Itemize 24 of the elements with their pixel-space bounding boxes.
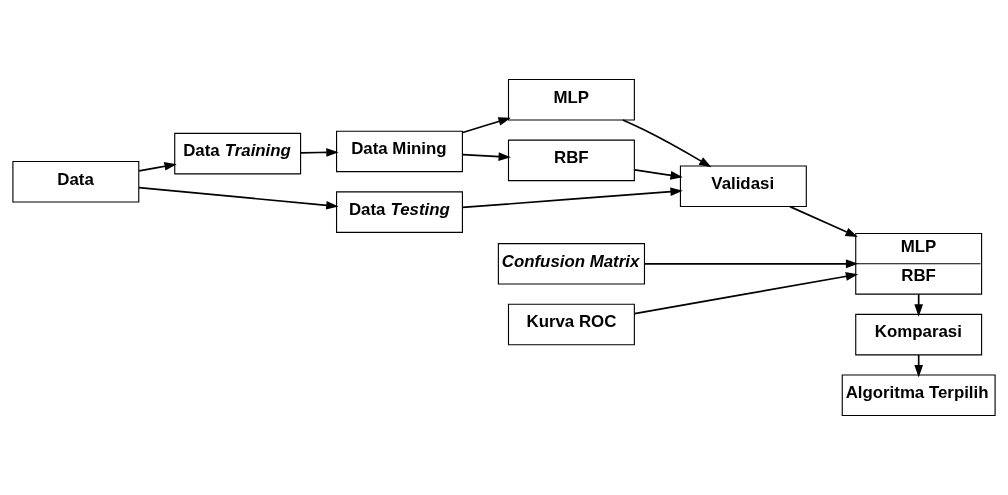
node-box: Data Training	[174, 132, 302, 175]
arrow	[300, 148, 339, 157]
arrow	[633, 272, 859, 315]
arrow	[644, 259, 859, 269]
arrow	[633, 169, 683, 180]
node-box: Kurva ROC	[507, 303, 635, 346]
arrow	[462, 152, 511, 161]
node-box: Algoritma Terpilih	[841, 374, 996, 417]
node-box: Komparasi	[855, 313, 983, 356]
node-box: Confusion Matrix	[497, 243, 646, 285]
node-box: Data	[12, 160, 140, 203]
arrow	[138, 162, 177, 172]
arrow	[914, 354, 923, 378]
node-box: Validasi	[679, 165, 807, 208]
node-box: Data Mining	[336, 130, 463, 173]
node-box: MLP	[507, 78, 635, 121]
arrow	[914, 293, 923, 317]
arrow	[621, 119, 712, 168]
node-box: RBF	[507, 139, 635, 182]
node-box: Data Testing	[336, 191, 463, 233]
arrow	[461, 187, 683, 209]
arrow	[789, 205, 858, 238]
arrow	[138, 186, 339, 210]
arrow	[462, 117, 511, 134]
